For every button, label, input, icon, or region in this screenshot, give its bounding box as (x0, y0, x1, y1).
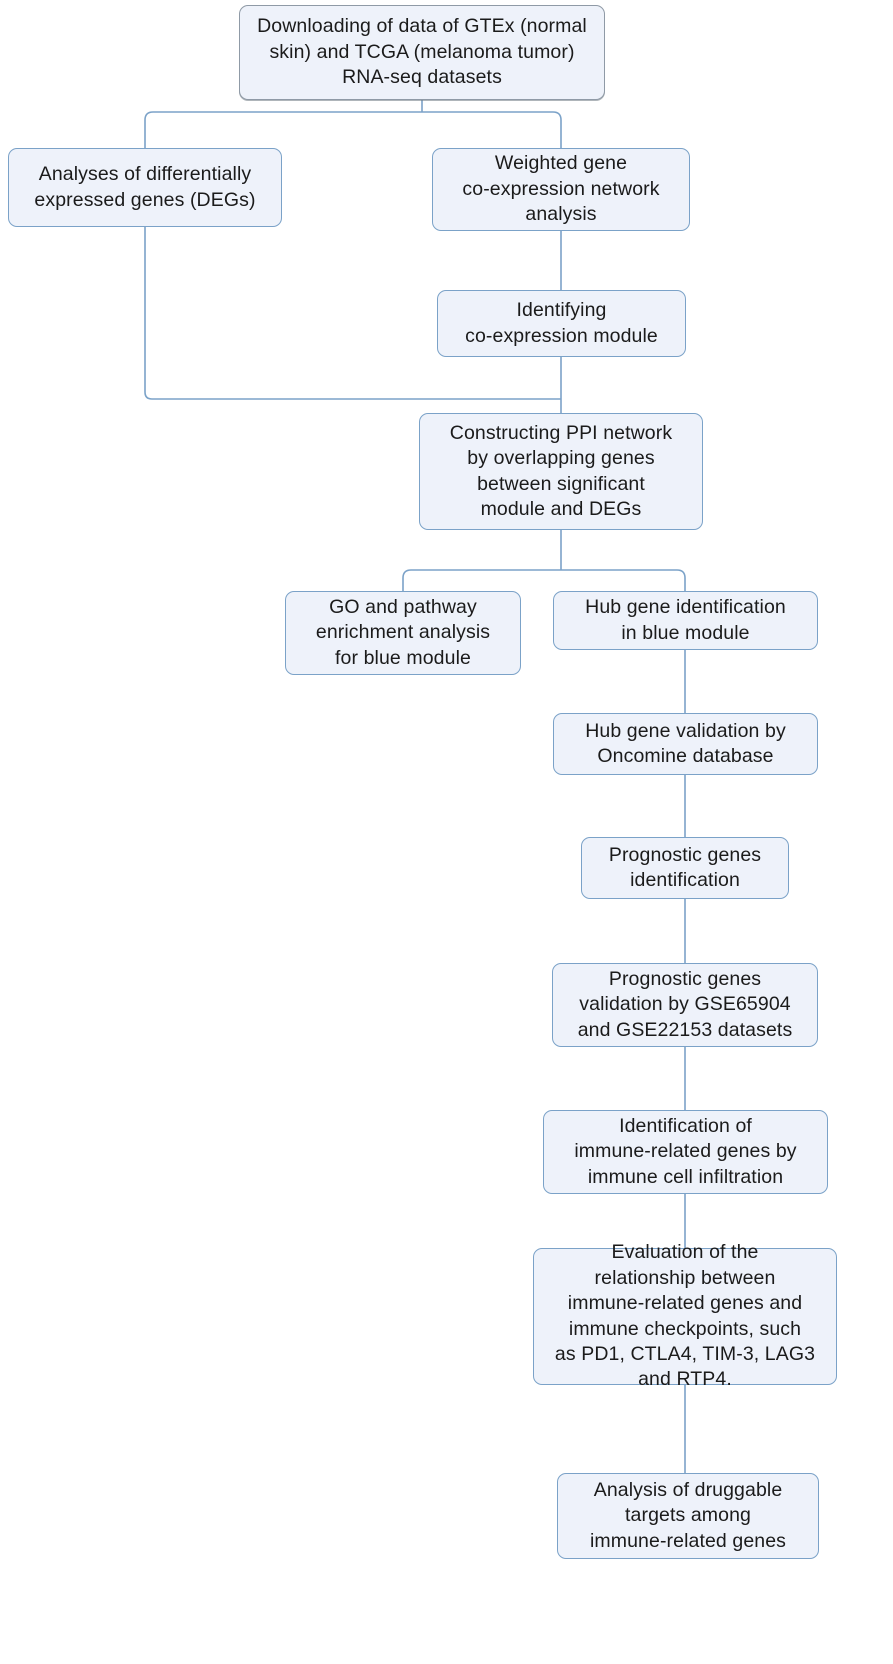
node-ppi[interactable]: Constructing PPI network by overlapping … (419, 413, 703, 530)
node-hub-validation-label: Hub gene validation by Oncomine database (585, 719, 786, 767)
edge-download-to-degs (144, 111, 422, 148)
edge-ppi-to-go (402, 569, 561, 591)
node-druggable-targets-label: Analysis of druggable targets among immu… (589, 1478, 787, 1552)
node-hub-validation[interactable]: Hub gene validation by Oncomine database (553, 713, 818, 775)
node-wgcna[interactable]: Weighted gene co-expression network anal… (432, 148, 690, 231)
node-download-label: Downloading of data of GTEx (normal skin… (257, 15, 587, 89)
node-evaluation-label: Evaluation of the relationship between i… (554, 1241, 816, 1391)
edge-download-to-wgcna (422, 111, 562, 148)
node-evaluation[interactable]: Evaluation of the relationship between i… (533, 1241, 837, 1390)
node-degs-label: Analyses of differentially expressed gen… (34, 163, 256, 211)
node-druggable-targets[interactable]: Analysis of druggable targets among immu… (557, 1473, 819, 1559)
node-go-enrichment[interactable]: GO and pathway enrichment analysis for b… (285, 591, 521, 675)
node-go-enrichment-label: GO and pathway enrichment analysis for b… (315, 595, 491, 669)
node-prognostic-genes[interactable]: Prognostic genes identification (581, 837, 789, 899)
node-prognostic-validation-label: Prognostic genes validation by GSE65904 … (577, 967, 793, 1041)
node-ppi-label: Constructing PPI network by overlapping … (449, 421, 673, 520)
node-hub-gene[interactable]: Hub gene identification in blue module (553, 591, 818, 650)
node-module[interactable]: Identifying co-expression module (437, 290, 686, 357)
node-degs[interactable]: Analyses of differentially expressed gen… (8, 148, 282, 227)
edge-ppi-to-hub (561, 569, 686, 591)
node-module-label: Identifying co-expression module (465, 299, 658, 347)
node-hub-gene-label: Hub gene identification in blue module (585, 596, 786, 644)
node-immune-identification[interactable]: Identification of immune-related genes b… (543, 1110, 828, 1194)
node-wgcna-label: Weighted gene co-expression network anal… (462, 152, 660, 226)
node-prognostic-genes-label: Prognostic genes identification (608, 843, 762, 891)
node-prognostic-validation[interactable]: Prognostic genes validation by GSE65904 … (552, 963, 818, 1047)
node-immune-identification-label: Identification of immune-related genes b… (574, 1114, 797, 1188)
node-download[interactable]: Downloading of data of GTEx (normal skin… (239, 5, 605, 100)
